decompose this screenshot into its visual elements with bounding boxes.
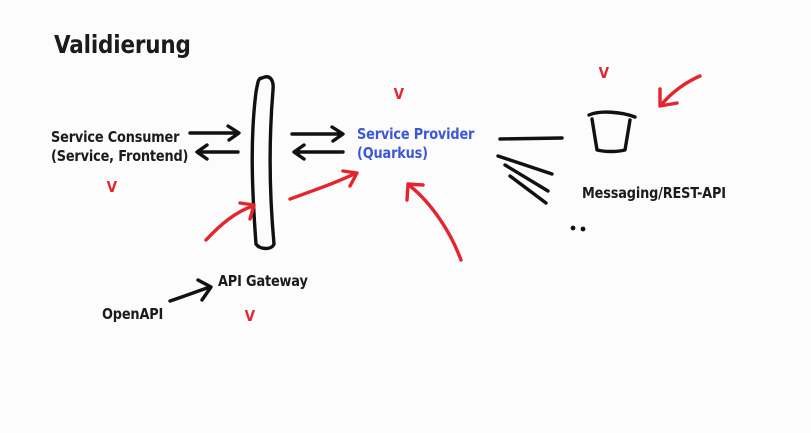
gateway-check-mark: V xyxy=(244,307,256,325)
page-title: Validierung xyxy=(54,30,191,59)
service-consumer-label: Service Consumer (Service, Frontend) xyxy=(51,128,188,166)
messaging-label: Messaging/REST-API xyxy=(582,184,726,202)
messaging-line-2 xyxy=(496,154,554,176)
provider-label-line2: (Quarkus) xyxy=(357,144,428,162)
messaging-line-4 xyxy=(508,174,548,205)
messaging-line-3 xyxy=(503,163,550,193)
openapi-label: OpenAPI xyxy=(102,305,164,323)
messaging-line-1 xyxy=(498,136,564,141)
consumer-check-mark: V xyxy=(106,178,118,196)
openapi-to-gateway-arrow xyxy=(168,278,213,303)
api-gateway-label: API Gateway xyxy=(218,272,308,290)
gateway-bar-shape xyxy=(250,75,276,251)
service-provider-label: Service Provider (Quarkus) xyxy=(357,125,474,163)
consumer-label-line1: Service Consumer xyxy=(51,128,180,146)
messaging-check-mark: V xyxy=(598,64,610,82)
provider-label-line1: Service Provider xyxy=(357,125,475,143)
consumer-to-gateway-arrow xyxy=(188,124,241,142)
gateway-to-consumer-arrow xyxy=(195,143,240,161)
red-arrow-gateway xyxy=(204,201,256,242)
red-arrow-provider-left xyxy=(288,169,359,201)
red-arrow-messaging xyxy=(658,74,702,108)
gateway-to-provider-arrow xyxy=(290,125,345,143)
provider-to-gateway-arrow xyxy=(292,143,345,161)
red-arrow-provider-bottom xyxy=(405,182,463,262)
consumer-label-line2: (Service, Frontend) xyxy=(51,147,189,165)
provider-check-mark: V xyxy=(393,85,405,103)
bucket-icon xyxy=(587,110,637,154)
ellipsis-dot-1 xyxy=(570,225,576,231)
ellipsis-dot-2 xyxy=(580,226,586,232)
